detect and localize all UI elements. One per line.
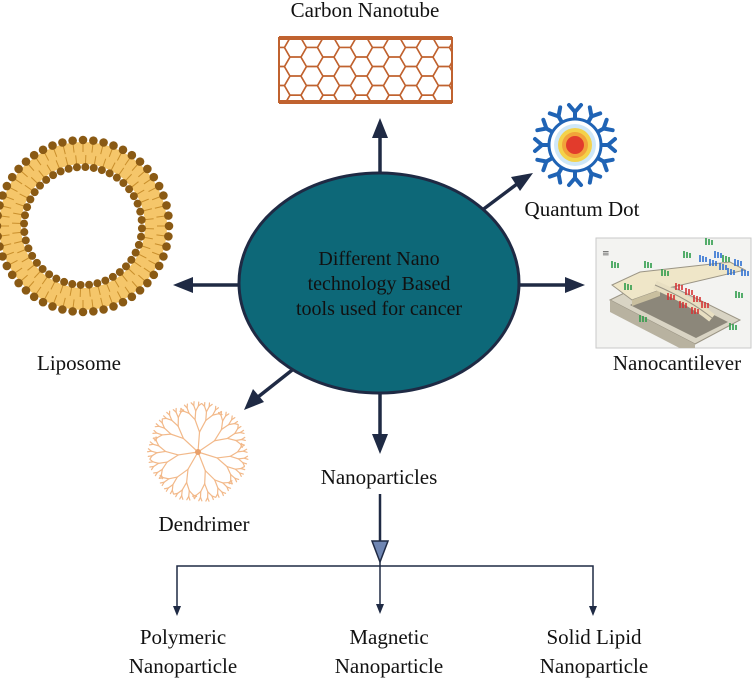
polymeric-nanoparticle-node: Polymeric Nanoparticle xyxy=(129,625,237,678)
branch-connector xyxy=(173,562,597,616)
quantum-dot-node: Quantum Dot xyxy=(525,103,640,221)
quantum-dot-label: Quantum Dot xyxy=(525,197,640,221)
arrows-group xyxy=(173,118,597,616)
solid-lipid-label-line-2: Nanoparticle xyxy=(540,654,648,678)
arrow-to-dendrimer xyxy=(244,365,298,410)
solid-lipid-label-line-1: Solid Lipid xyxy=(546,625,642,649)
nanoparticles-node: Nanoparticles xyxy=(321,465,438,489)
svg-text:≡: ≡ xyxy=(602,249,610,259)
central-text-line-1: Different Nano xyxy=(318,248,439,270)
carbon-nanotube-label: Carbon Nanotube xyxy=(291,0,440,22)
magnetic-label-line-2: Nanoparticle xyxy=(335,654,443,678)
nanocantilever-icon: ≡ xyxy=(595,237,752,349)
arrow-to-nanocantilever xyxy=(518,277,585,293)
dendrimer-label: Dendrimer xyxy=(159,512,250,536)
solid-lipid-nanoparticle-node: Solid Lipid Nanoparticle xyxy=(540,625,648,678)
central-text-line-3: tools used for cancer xyxy=(296,298,462,320)
central-ellipse xyxy=(237,171,521,395)
carbon-nanotube-node: Carbon Nanotube xyxy=(278,0,453,104)
nanotube-icon xyxy=(278,36,453,104)
quantum-dot-icon xyxy=(533,103,617,187)
central-text-line-2: technology Based xyxy=(308,273,451,295)
magnetic-label-line-1: Magnetic xyxy=(349,625,428,649)
dendrimer-node: Dendrimer xyxy=(146,401,250,536)
nanocantilever-label: Nanocantilever xyxy=(613,351,741,375)
dendrimer-icon xyxy=(146,401,249,502)
central-node: Different Nano technology Based tools us… xyxy=(237,171,521,395)
liposome-node: Liposome xyxy=(0,135,174,375)
arrow-to-liposome xyxy=(173,277,241,293)
nanoparticle-types: Polymeric Nanoparticle Magnetic Nanopart… xyxy=(129,625,648,678)
nanocantilever-node: ≡ Nanocantilever xyxy=(595,237,752,375)
arrow-to-nanoparticles xyxy=(372,388,388,454)
polymeric-label-line-2: Nanoparticle xyxy=(129,654,237,678)
arrow-nanoparticles-to-branch xyxy=(370,494,390,565)
nanoparticles-label: Nanoparticles xyxy=(321,465,438,489)
liposome-icon xyxy=(0,135,174,317)
magnetic-nanoparticle-node: Magnetic Nanoparticle xyxy=(335,625,443,678)
polymeric-label-line-1: Polymeric xyxy=(140,625,226,649)
liposome-label: Liposome xyxy=(37,351,121,375)
